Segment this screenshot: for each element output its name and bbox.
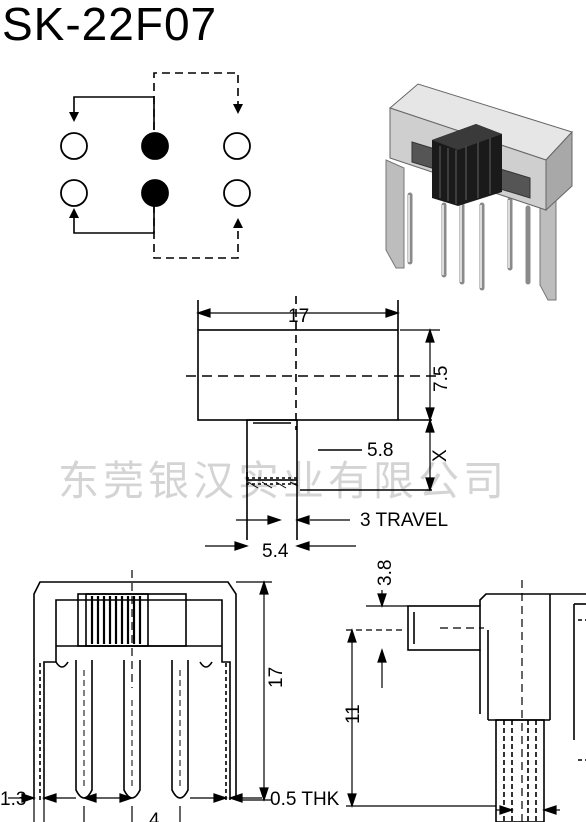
dim-x: X [430, 449, 451, 462]
dim-3-8: 3.8 [375, 560, 396, 586]
dim-0-5-thk: 0.5 THK [270, 789, 340, 810]
actuator-knob [85, 593, 149, 647]
dim-width-17: 17 [288, 306, 309, 327]
schematic-terminals [60, 132, 251, 207]
terminal-common [141, 179, 169, 207]
dim-5-8: 5.8 [367, 440, 393, 461]
side-view-dimensions [8, 580, 272, 822]
part-number-title: SK-22F07 [2, 0, 218, 50]
end-view [407, 580, 586, 822]
dim-5-4: 5.4 [262, 541, 289, 562]
switch-schematic [69, 72, 243, 259]
terminal-open [223, 132, 251, 160]
terminal-open [60, 132, 88, 160]
actuator-outline [246, 419, 298, 481]
product-photo [385, 83, 573, 301]
terminal-open [60, 179, 88, 207]
dim-height-7-5: 7.5 [431, 366, 452, 392]
switch-body-outline [197, 329, 399, 421]
dim-1-3: 1.3 [0, 789, 26, 810]
dim-4: 4 [149, 810, 160, 822]
side-view [33, 570, 237, 800]
end-view-dimensions [346, 590, 560, 815]
dim-11: 11 [343, 704, 364, 724]
terminal-common [141, 132, 169, 160]
front-view [186, 296, 442, 540]
terminal-open [223, 179, 251, 207]
dim-travel: 3 TRAVEL [360, 510, 448, 531]
dim-side-height-17: 17 [266, 667, 287, 688]
front-view-dimensions [196, 308, 440, 551]
